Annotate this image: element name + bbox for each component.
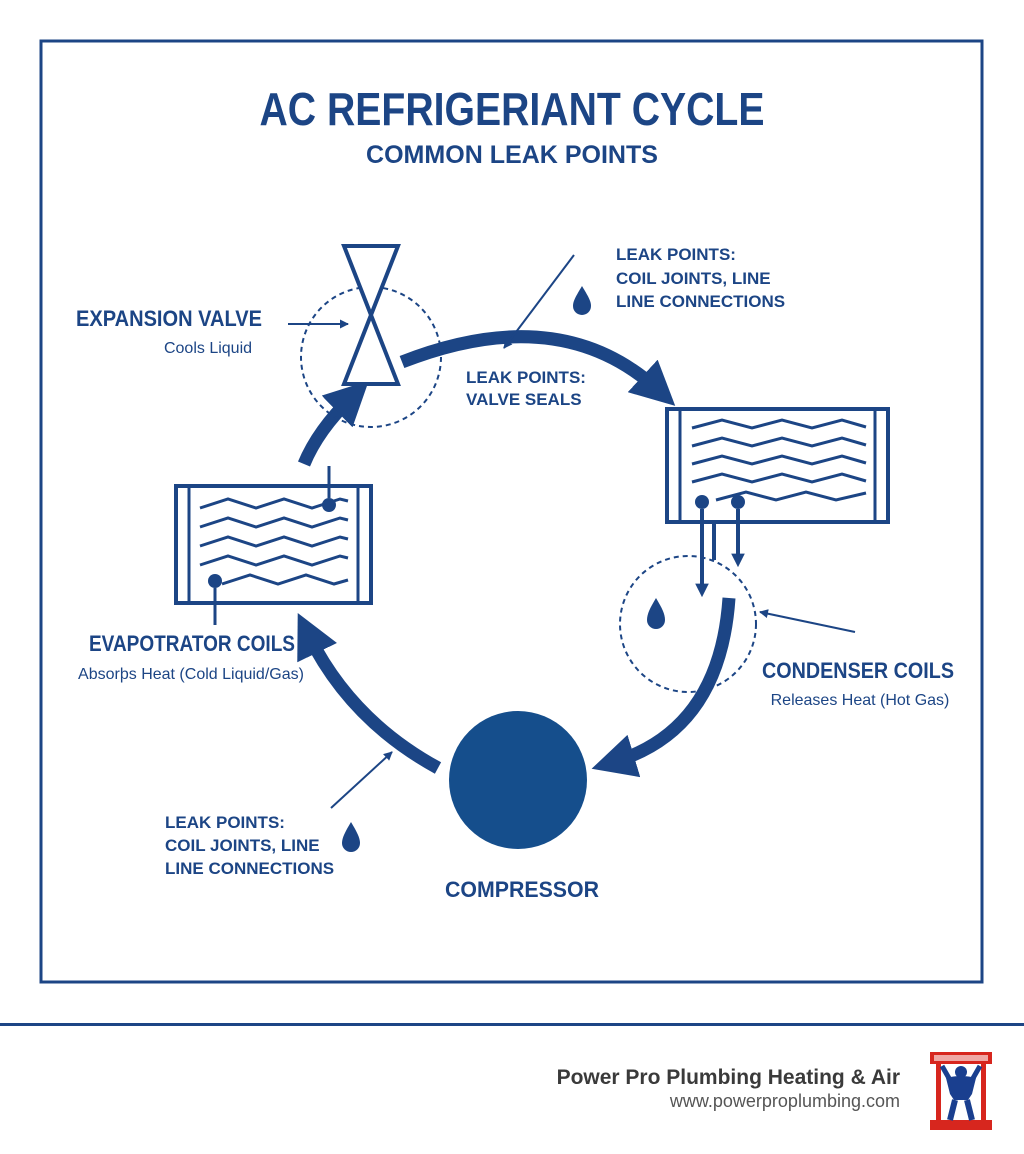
diagram-title: AC REFRIGERIANT CYCLE [260,83,765,135]
leak-note-valve-line-1: LEAK POINTS: [466,368,586,387]
leak-note-bottom-left-line-2: COIL JOINTS, LINE [165,836,320,855]
leak-note-top-right-line-2: COIL JOINTS, LINE [616,269,771,288]
company-logo-icon [930,1052,992,1130]
water-drop-icon [342,822,360,852]
diagram-subtitle: COMMON LEAK POINTS [366,141,658,169]
cycle-arrow-condenser-to-compressor [591,597,736,778]
leak-note-top-right-line-1: LEAK POINTS: [616,245,736,264]
leak-note-bottom-left: LEAK POINTS: COIL JOINTS, LINE LINE CONN… [165,813,334,878]
expansion-valve-icon [341,244,401,386]
leak-pointer-top-right [503,254,575,349]
leak-note-bottom-left-line-3: LINE CONNECTIONS [165,859,334,878]
evaporator-label: EVAPOTRATOR COILS [89,631,295,656]
condenser-label: CONDENSER COILS [762,658,954,683]
cycle-arrow-valve-to-condenser [399,330,676,406]
footer-divider [0,1023,1024,1026]
valve-leak-zone [300,286,442,428]
leak-note-bottom-left-line-1: LEAK POINTS: [165,813,285,832]
expansion-valve-caption: Cools Liquid [164,340,252,357]
water-drop-icon [573,286,591,315]
cycle-arrow-evaporator-to-valve [297,380,369,467]
expansion-valve-label: EXPANSION VALVE [76,306,262,331]
cycle-arrow-compressor-to-evaporator [297,612,442,774]
company-url[interactable]: www.powerproplumbing.com [669,1091,900,1111]
leak-note-valve-line-2: VALVE SEALS [466,390,582,409]
evaporator-coils [174,466,373,625]
leak-pointer-bottom-left [330,751,393,809]
company-name: Power Pro Plumbing Heating & Air [556,1066,900,1089]
leak-note-top-right: LEAK POINTS: COIL JOINTS, LINE LINE CONN… [616,245,785,311]
condenser-coils [665,407,890,524]
leak-note-valve: LEAK POINTS: VALVE SEALS [466,368,586,409]
refrigerant-cycle-diagram: AC REFRIGERIANT CYCLE COMMON LEAK POINTS… [39,39,984,984]
water-drop-icon [647,598,665,629]
leak-note-top-right-line-3: LINE CONNECTIONS [616,292,785,311]
condenser-caption: Releases Heat (Hot Gas) [771,692,950,709]
evaporator-caption: Absorþs Heat (Cold Liquid/Gas) [78,666,304,683]
expansion-valve [300,244,442,428]
compressor-label: COMPRESSOR [445,877,599,902]
condenser-leak-zone [619,555,757,693]
condenser-pointer [759,609,856,633]
compressor-icon [449,711,587,849]
diagram-frame [39,39,984,984]
